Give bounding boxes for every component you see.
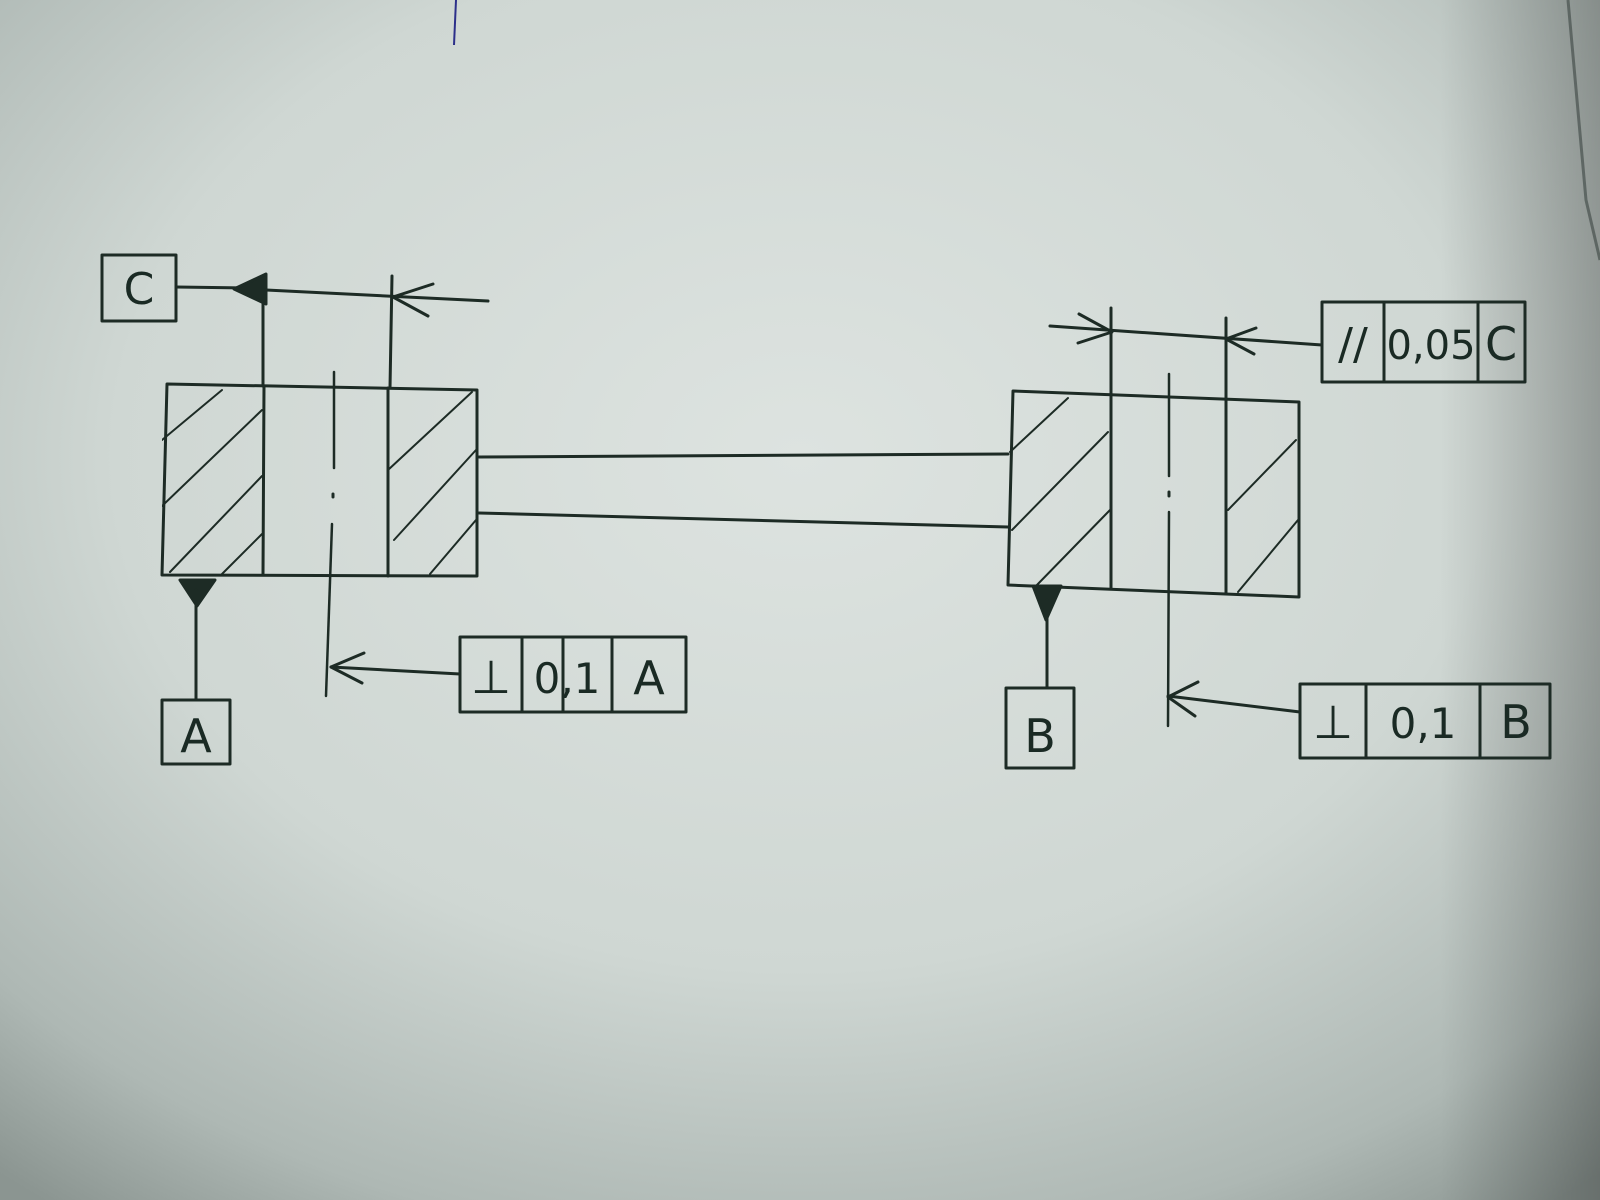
frame-perp-a-symbol: ⊥	[471, 650, 511, 704]
part-drawing	[100, 253, 1552, 770]
frame-parallel-datum: C	[1485, 317, 1517, 371]
frame-perp-b-arrow	[1166, 680, 1200, 718]
left-block-hatching	[162, 389, 477, 575]
frame-parallel-symbol: //	[1338, 319, 1368, 370]
datum-b-indicator	[1004, 584, 1076, 770]
right-block-outline	[1006, 389, 1301, 599]
frame-perp-a-tolerance: 0,1	[534, 654, 601, 703]
frame-perp-b-symbol: ⊥	[1313, 695, 1353, 749]
frame-perp-b-leader	[1166, 694, 1302, 714]
connecting-bar	[477, 452, 1010, 529]
datum-a-indicator	[160, 578, 232, 766]
right-block-hatching	[1009, 397, 1299, 593]
datum-b-box	[1004, 686, 1076, 770]
drawing-labels: C A B ⊥ 0,1 A // 0,05 C ⊥ 0,1 B	[124, 264, 1532, 763]
frame-perp-b-tolerance: 0,1	[1390, 699, 1457, 748]
frame-perp-a-datum: A	[633, 651, 665, 705]
frame-perp-a-arrow	[329, 651, 366, 685]
left-block-outline	[160, 382, 479, 578]
datum-a-box	[160, 698, 232, 766]
datum-b-label: B	[1024, 709, 1056, 763]
frame-perp-b	[1166, 680, 1552, 760]
datum-c-label: C	[124, 264, 155, 315]
left-block	[160, 370, 479, 698]
frame-perp-b-datum: B	[1500, 695, 1532, 749]
datum-c-indicator	[100, 253, 490, 390]
left-bore-wall-left	[261, 384, 266, 577]
datum-a-label: A	[180, 709, 212, 763]
blue-pen-mark	[453, 0, 457, 46]
frame-parallel-leader	[1048, 324, 1324, 347]
frame-parallel-tolerance: 0,05	[1386, 323, 1475, 369]
frame-perp-a-leader	[329, 665, 462, 676]
datum-c-extension-right	[388, 274, 394, 390]
frame-parallel	[1048, 300, 1527, 402]
page-edge-line	[1566, 0, 1600, 261]
right-block	[1006, 372, 1301, 728]
frame-perp-a	[329, 635, 688, 714]
datum-c-arrow	[391, 282, 435, 318]
